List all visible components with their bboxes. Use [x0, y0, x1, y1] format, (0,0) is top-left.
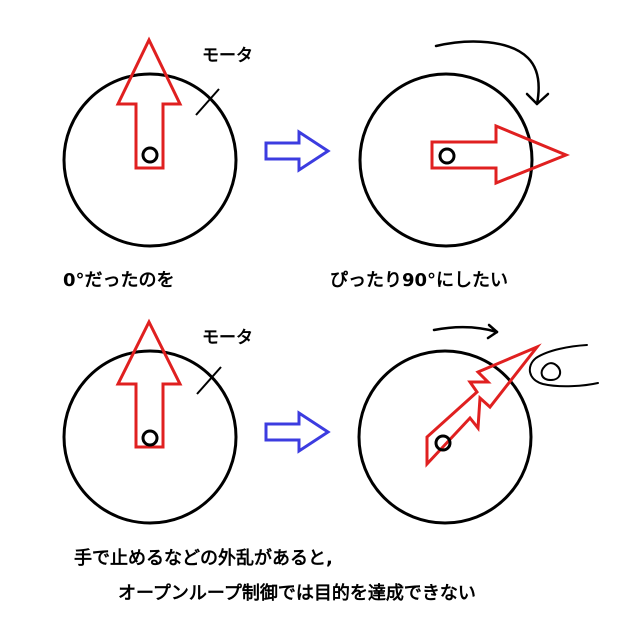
caption-before: 0°だったのを [63, 270, 175, 291]
shaft-arrow-up [115, 318, 183, 449]
shaft-hub [434, 434, 452, 452]
shaft-hub [141, 429, 159, 447]
top-right-motor [358, 40, 570, 248]
transition-arrow-top [264, 129, 331, 173]
shaft-hub [438, 147, 456, 165]
motor-label-top: モータ [202, 46, 253, 66]
note-line-2: オープンループ制御では目的を達成できない [118, 583, 476, 604]
finger-sketch [528, 344, 599, 388]
shaft-arrow-right [430, 123, 570, 186]
transition-arrow-bottom [264, 410, 331, 454]
label-leader-line [195, 88, 220, 116]
rotation-arrow-stroke [434, 40, 540, 106]
finger-outline [528, 344, 599, 388]
shaft-hub [141, 146, 159, 164]
bottom-left-motor [62, 318, 238, 525]
bottom-right-motor [357, 323, 599, 525]
motor-circle [357, 349, 533, 525]
motor-label-bottom: モータ [202, 328, 253, 348]
shaft-arrow-up [115, 36, 183, 170]
motor-circle [358, 72, 534, 248]
rotation-arrow-head [525, 92, 550, 106]
top-left-motor [62, 36, 238, 248]
motor-circle [62, 72, 238, 248]
rotation-arrow-stroke [432, 325, 499, 334]
fingernail [540, 362, 562, 382]
motor-circle [62, 349, 238, 525]
caption-after: ぴったり90°にしたい [330, 270, 509, 291]
rotation-arrow-head [486, 323, 499, 340]
shaft-arrow-diagonal [425, 343, 542, 468]
label-leader-line [196, 366, 222, 395]
note-line-1: 手で止めるなどの外乱があると, [74, 548, 333, 569]
